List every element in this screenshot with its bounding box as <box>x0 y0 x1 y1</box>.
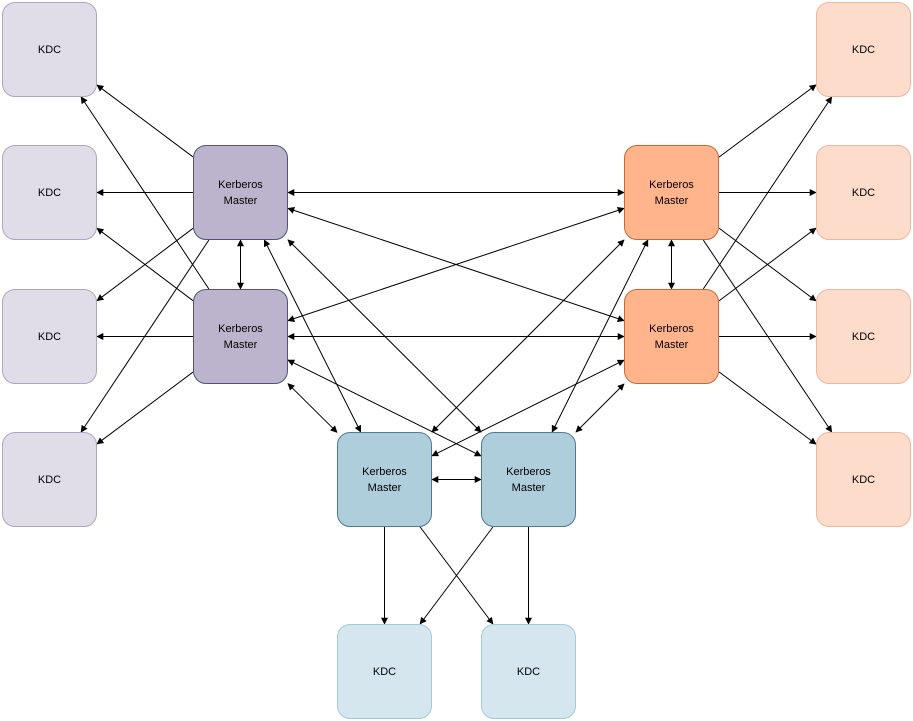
kdc-label: KDC <box>851 186 876 199</box>
edge-om2-ok2 <box>718 227 817 302</box>
master-label: Kerberos Master <box>649 178 694 207</box>
kdc-label: KDC <box>516 665 541 678</box>
kdc-label: KDC <box>851 473 876 486</box>
edge-pm2-pk4 <box>96 371 194 445</box>
kdc-node-orange-2[interactable]: KDC <box>816 145 911 240</box>
kerberos-master-orange-2[interactable]: Kerberos Master <box>624 289 719 384</box>
kdc-label: KDC <box>37 473 62 486</box>
edge-pm2-pk2 <box>96 227 194 302</box>
kerberos-master-purple-2[interactable]: Kerberos Master <box>193 289 288 384</box>
kdc-label: KDC <box>37 186 62 199</box>
kdc-label: KDC <box>37 330 62 343</box>
kdc-node-orange-4[interactable]: KDC <box>816 432 911 527</box>
master-label: Kerberos Master <box>218 322 263 351</box>
edge-om2-ok4 <box>718 371 817 445</box>
kerberos-master-orange-1[interactable]: Kerberos Master <box>624 145 719 240</box>
kdc-label: KDC <box>372 665 397 678</box>
edge-pm2-pk1 <box>80 96 210 290</box>
kdc-node-purple-2[interactable]: KDC <box>2 145 97 240</box>
kdc-label: KDC <box>851 43 876 56</box>
kdc-node-purple-4[interactable]: KDC <box>2 432 97 527</box>
edge-pm2-bm1 <box>287 383 338 433</box>
kerberos-master-blue-2[interactable]: Kerberos Master <box>481 432 576 527</box>
kdc-node-orange-3[interactable]: KDC <box>816 289 911 384</box>
master-label: Kerberos Master <box>649 322 694 351</box>
kdc-label: KDC <box>851 330 876 343</box>
kdc-node-blue-2[interactable]: KDC <box>481 624 576 719</box>
edge-om1-ok1 <box>718 84 817 158</box>
edge-om2-bm2 <box>575 383 625 433</box>
kdc-label: KDC <box>37 43 62 56</box>
edge-bm2-bk1 <box>419 526 494 625</box>
master-label: Kerberos Master <box>218 178 263 207</box>
master-label: Kerberos Master <box>362 465 407 494</box>
master-label: Kerberos Master <box>506 465 551 494</box>
kdc-node-purple-3[interactable]: KDC <box>2 289 97 384</box>
edge-om2-bm1 <box>431 359 625 457</box>
kdc-node-blue-1[interactable]: KDC <box>337 624 432 719</box>
edge-om2-ok1 <box>702 96 833 290</box>
edge-pm1-pk1 <box>96 84 194 158</box>
kdc-node-purple-1[interactable]: KDC <box>2 2 97 97</box>
kdc-node-orange-1[interactable]: KDC <box>816 2 911 97</box>
kerberos-master-purple-1[interactable]: Kerberos Master <box>193 145 288 240</box>
kerberos-master-blue-1[interactable]: Kerberos Master <box>337 432 432 527</box>
